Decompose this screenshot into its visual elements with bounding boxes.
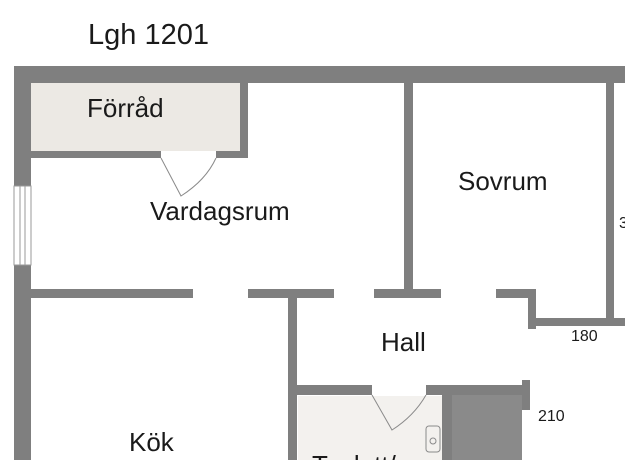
dimension-closet: 180 xyxy=(571,328,598,345)
room-label-hall: Hall xyxy=(381,327,426,357)
room-label-living-room: Vardagsrum xyxy=(150,196,290,226)
closet-wall-bottom xyxy=(528,318,625,326)
storage-room-area xyxy=(31,83,240,151)
room-label-storage: Förråd xyxy=(87,93,164,123)
room-label-kitchen: Kök xyxy=(129,427,175,457)
storage-door-swing xyxy=(160,157,217,197)
door-swings xyxy=(160,157,427,431)
storage-wall-bottom-right xyxy=(216,151,248,158)
toilet-wall-top-right xyxy=(426,385,530,395)
storage-wall-bottom-left xyxy=(31,151,161,158)
installation-shaft xyxy=(452,394,522,460)
wall-bedroom-closet-left xyxy=(496,289,536,298)
room-label-bedroom: Sovrum xyxy=(458,166,548,196)
unit-title: Lgh 1201 xyxy=(88,19,209,51)
outer-wall-left-lower xyxy=(14,265,31,460)
wall-living-kitchen-left xyxy=(31,289,193,298)
toilet-wall-top-left xyxy=(297,385,372,395)
storage-wall-right xyxy=(240,83,248,158)
dimension-wardrobe: 210 xyxy=(538,408,565,425)
toilet-fixture xyxy=(425,425,441,453)
wall-hall-bedroom xyxy=(374,289,441,298)
wardrobe-wall xyxy=(522,380,530,410)
outer-wall-top xyxy=(14,66,625,83)
bedroom-wall-right xyxy=(606,83,614,321)
window-left xyxy=(13,185,32,266)
walls xyxy=(14,66,625,460)
closet-wall-vertical xyxy=(528,289,536,329)
bedroom-wall-left xyxy=(404,83,413,289)
outer-wall-left-upper xyxy=(14,66,31,186)
toilet-door-swing xyxy=(371,394,427,431)
wall-kitchen-hall xyxy=(288,289,297,460)
dimension-cut-off: 3 xyxy=(619,215,625,232)
room-label-toilet: Toalett/ xyxy=(312,450,397,460)
toilet-wall-right xyxy=(442,385,452,460)
